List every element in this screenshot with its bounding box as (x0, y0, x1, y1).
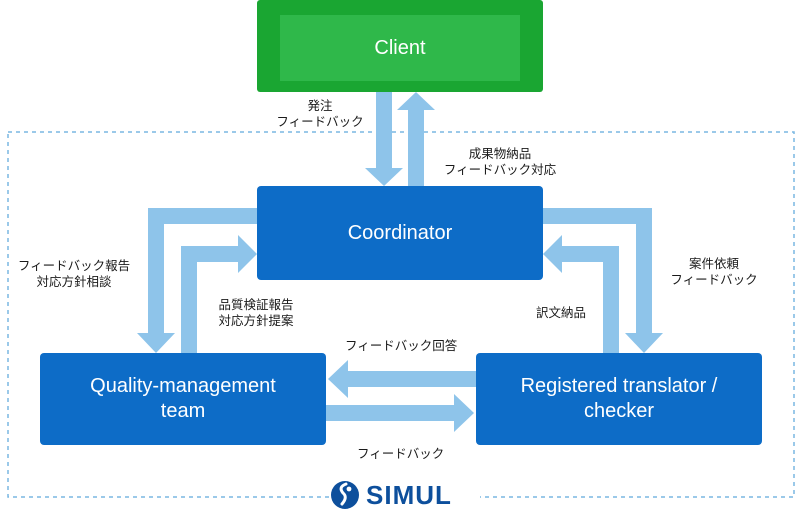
registered-translator-node: Registered translator / checker (476, 353, 762, 445)
arrow-coordinator-to-quality (137, 208, 257, 353)
quality-management-team-node: Quality-management team (40, 353, 326, 445)
edge-label-coordinator-to-translator: 案件依頼 フィードバック (670, 256, 758, 287)
arrow-quality-to-coordinator (181, 235, 257, 353)
simul-logo: SIMUL (330, 475, 480, 515)
arrow-coordinator-to-client (397, 92, 435, 186)
edge-label-quality-to-coordinator: 品質検証報告 対応方針提案 (218, 297, 294, 328)
edge-label-client-to-coordinator: 発注 フィードバック (276, 98, 364, 129)
edge-label-quality-to-translator: フィードバック (357, 446, 445, 461)
arrow-translator-to-quality (328, 360, 476, 398)
edge-label-coordinator-to-quality: フィードバック報告 対応方針相談 (17, 258, 131, 289)
quality-team-label-line2: team (160, 400, 206, 422)
simul-logo-icon (331, 481, 359, 509)
arrow-client-to-coordinator (365, 92, 403, 186)
translator-label-line1: Registered translator / (520, 375, 718, 397)
translator-label-line2: checker (583, 400, 654, 422)
logo-wordmark: SIMUL (366, 479, 452, 510)
edge-label-coordinator-to-client: 成果物納品 フィードバック対応 (443, 146, 557, 177)
arrow-coordinator-to-translator (543, 208, 663, 353)
edge-label-translator-to-coordinator: 訳文納品 (536, 305, 587, 320)
edge-label-translator-to-quality: フィードバック回答 (345, 338, 458, 353)
quality-team-label-line1: Quality-management (90, 375, 276, 397)
arrow-translator-to-coordinator (543, 235, 619, 353)
client-label: Client (280, 15, 520, 81)
coordinator-node: Coordinator (257, 186, 543, 280)
arrow-quality-to-translator (326, 394, 474, 432)
